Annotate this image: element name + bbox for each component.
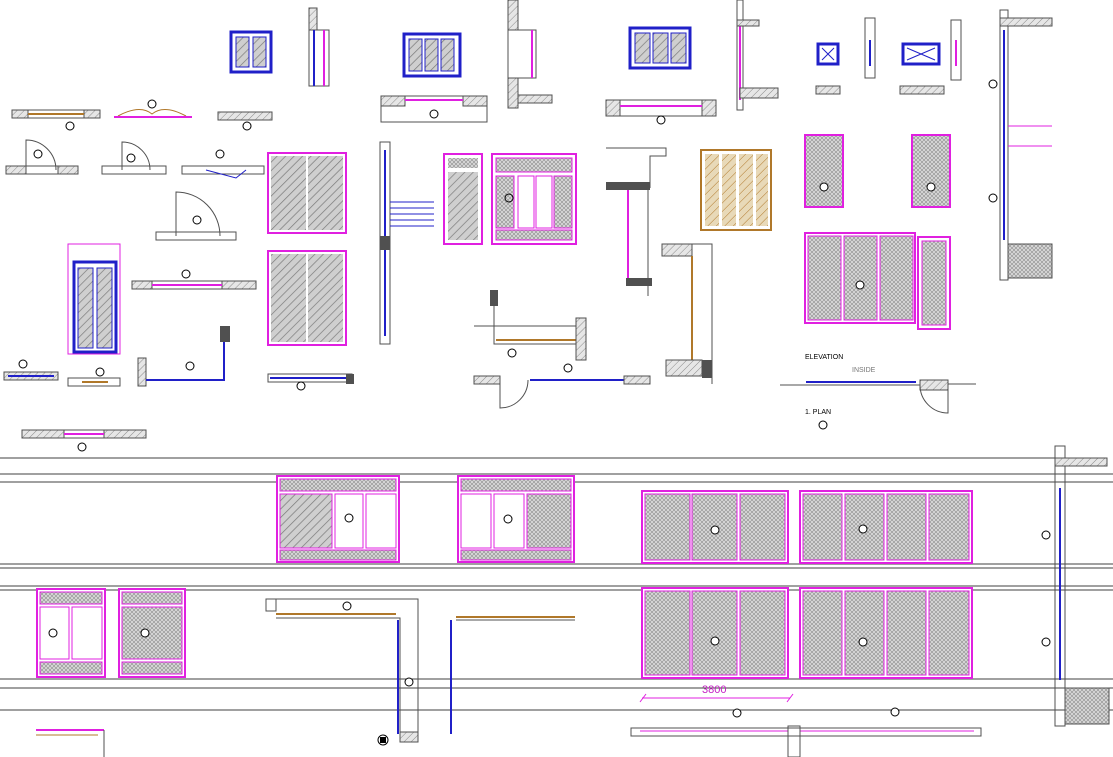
window-elevation-1 (229, 30, 273, 74)
door-elevation-bottom-3 (36, 588, 186, 678)
window-plan-3 (605, 99, 717, 125)
window-grid-small-2 (911, 134, 951, 208)
panel-hatched-upper (267, 152, 347, 234)
door-plans-left (5, 99, 273, 241)
door-glazed-pair (443, 153, 577, 245)
window-section-2 (507, 0, 553, 109)
door-elevation-bottom-1 (276, 475, 400, 563)
window-section-3 (736, 0, 779, 111)
door-plan-bottom-left (36, 729, 105, 757)
window-section-1 (308, 7, 330, 87)
door-plan-2 (131, 269, 257, 290)
corner-window-plan (265, 598, 419, 746)
panel-hatched-lower (267, 250, 347, 346)
window-sills-left (3, 326, 354, 452)
window-quad-2 (799, 587, 973, 679)
wood-door-elevation (700, 149, 772, 231)
wall-section-mid (661, 243, 713, 384)
door-plan-center (473, 363, 651, 409)
window-elevation-4 (815, 17, 962, 95)
window-strip-bottom (450, 616, 575, 734)
window-grid-large (804, 232, 951, 330)
door-elevation-bottom-2 (457, 475, 575, 563)
dimension-label: 3800 (702, 684, 727, 696)
wall-section-right (988, 9, 1053, 281)
window-quad-1 (799, 490, 973, 564)
window-plan-center (474, 290, 587, 361)
window-triple-1 (641, 490, 789, 564)
inside-label: INSIDE (852, 367, 876, 374)
wall-section-bottom-right (1041, 445, 1110, 727)
plan-detail-right (780, 379, 976, 430)
stair-section (379, 141, 434, 345)
plan-strip-bottom (630, 707, 982, 757)
window-elevation-3 (628, 26, 692, 70)
elevation-label: ELEVATION (805, 354, 844, 361)
plan-label: 1. PLAN (805, 409, 832, 416)
window-section-4 (606, 147, 667, 296)
window-triple-2 (641, 587, 789, 679)
dimension-line (639, 693, 794, 703)
door-elevation-blue (67, 243, 121, 355)
window-grid-small-1 (804, 134, 844, 208)
window-elevation-2 (402, 32, 462, 78)
window-plan-2 (380, 95, 488, 123)
